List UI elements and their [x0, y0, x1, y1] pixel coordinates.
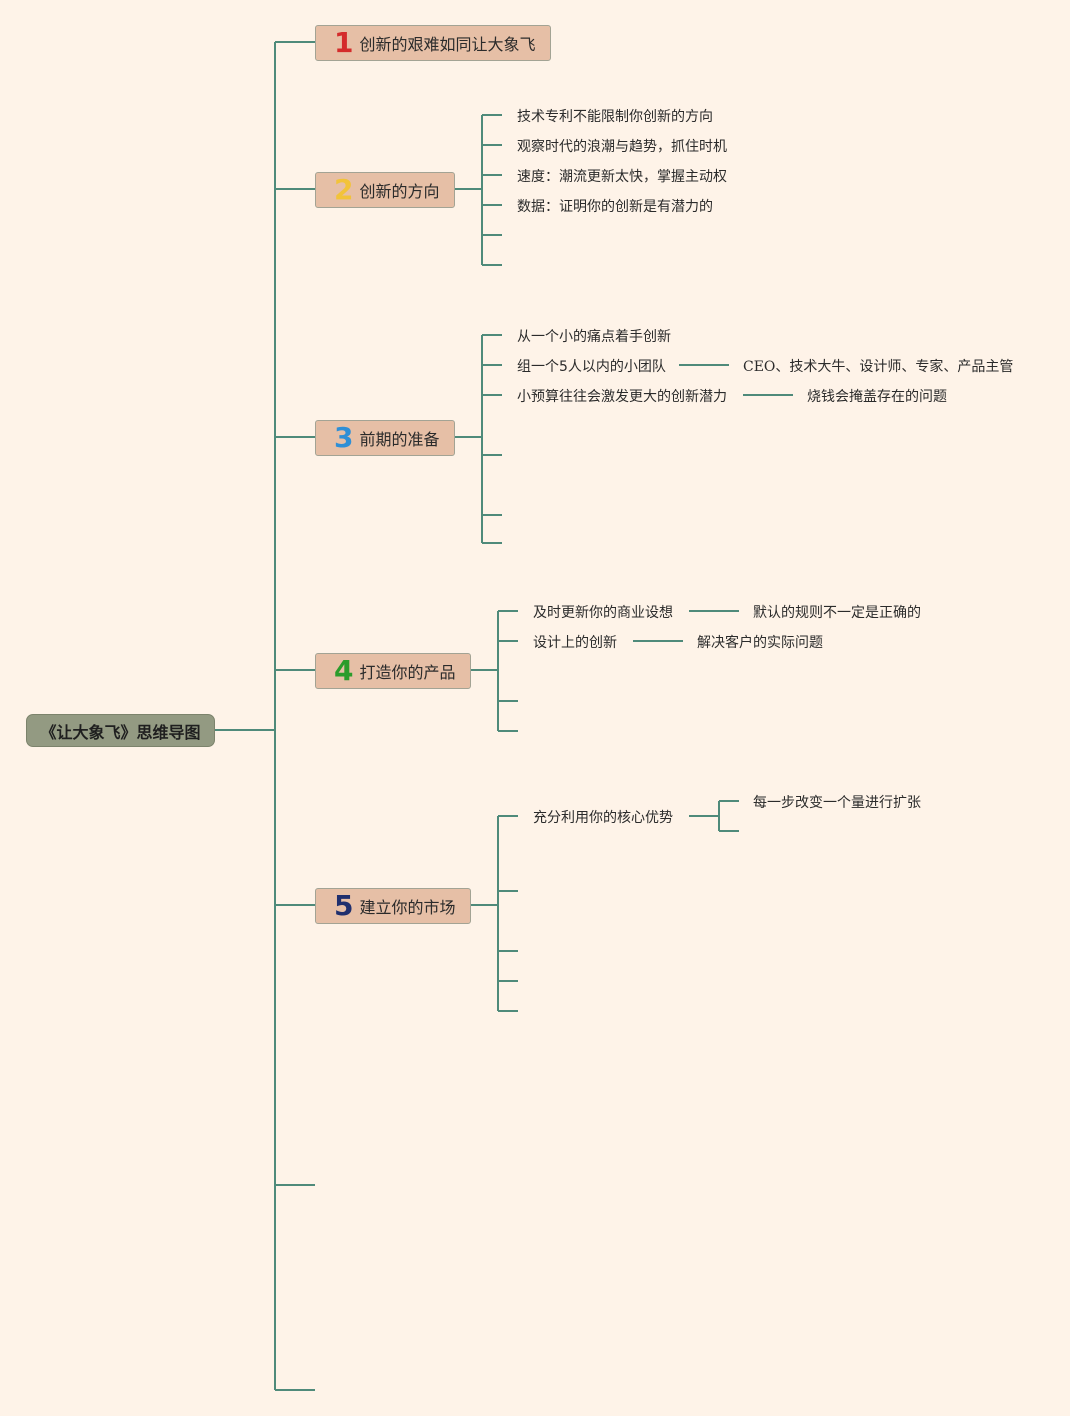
branch-1-label: 创新的艰难如同让大象飞 [359, 35, 536, 54]
branch-1-number: 1 [334, 26, 354, 59]
branch-5-number: 5 [334, 889, 354, 922]
market-item-1-detail[interactable]: 每一步改变一个量进行扩张 [753, 795, 921, 811]
product-item-2[interactable]: 设计上的创新 [533, 635, 617, 651]
branch-4-topic[interactable]: 4 打造你的产品 [315, 653, 471, 689]
product-item-2-detail[interactable]: 解决客户的实际问题 [697, 635, 823, 651]
direction-item-2[interactable]: 观察时代的浪潮与趋势，抓住时机 [517, 139, 727, 155]
prep-item-3[interactable]: 小预算往往会激发更大的创新潜力 [517, 389, 727, 405]
product-item-1-detail[interactable]: 默认的规则不一定是正确的 [753, 605, 921, 621]
market-item-1[interactable]: 充分利用你的核心优势 [533, 810, 673, 826]
root-topic[interactable]: 《让大象飞》思维导图 [26, 714, 215, 747]
prep-item-2-detail[interactable]: CEO、技术大牛、设计师、专家、产品主管 [743, 359, 1014, 375]
branch-4-label: 打造你的产品 [359, 663, 456, 682]
branch-4-number: 4 [334, 654, 354, 687]
branch-2-topic[interactable]: 2 创新的方向 [315, 172, 455, 208]
branch-1-topic[interactable]: 1 创新的艰难如同让大象飞 [315, 25, 551, 61]
product-item-1[interactable]: 及时更新你的商业设想 [533, 605, 673, 621]
direction-item-4[interactable]: 数据：证明你的创新是有潜力的 [517, 199, 713, 215]
branch-3-label: 前期的准备 [359, 430, 440, 449]
direction-item-3[interactable]: 速度：潮流更新太快，掌握主动权 [517, 169, 727, 185]
direction-item-1[interactable]: 技术专利不能限制你创新的方向 [517, 109, 713, 125]
branch-3-topic[interactable]: 3 前期的准备 [315, 420, 455, 456]
branch-5-topic[interactable]: 5 建立你的市场 [315, 888, 471, 924]
prep-item-3-detail[interactable]: 烧钱会掩盖存在的问题 [807, 389, 947, 405]
branch-2-label: 创新的方向 [359, 182, 440, 201]
branch-5-label: 建立你的市场 [359, 898, 456, 917]
branch-3-number: 3 [334, 421, 354, 454]
prep-item-2[interactable]: 组一个5人以内的小团队 [517, 359, 666, 375]
root-topic-label: 《让大象飞》思维导图 [40, 722, 201, 742]
prep-item-1[interactable]: 从一个小的痛点着手创新 [517, 329, 671, 345]
branch-2-number: 2 [334, 173, 354, 206]
